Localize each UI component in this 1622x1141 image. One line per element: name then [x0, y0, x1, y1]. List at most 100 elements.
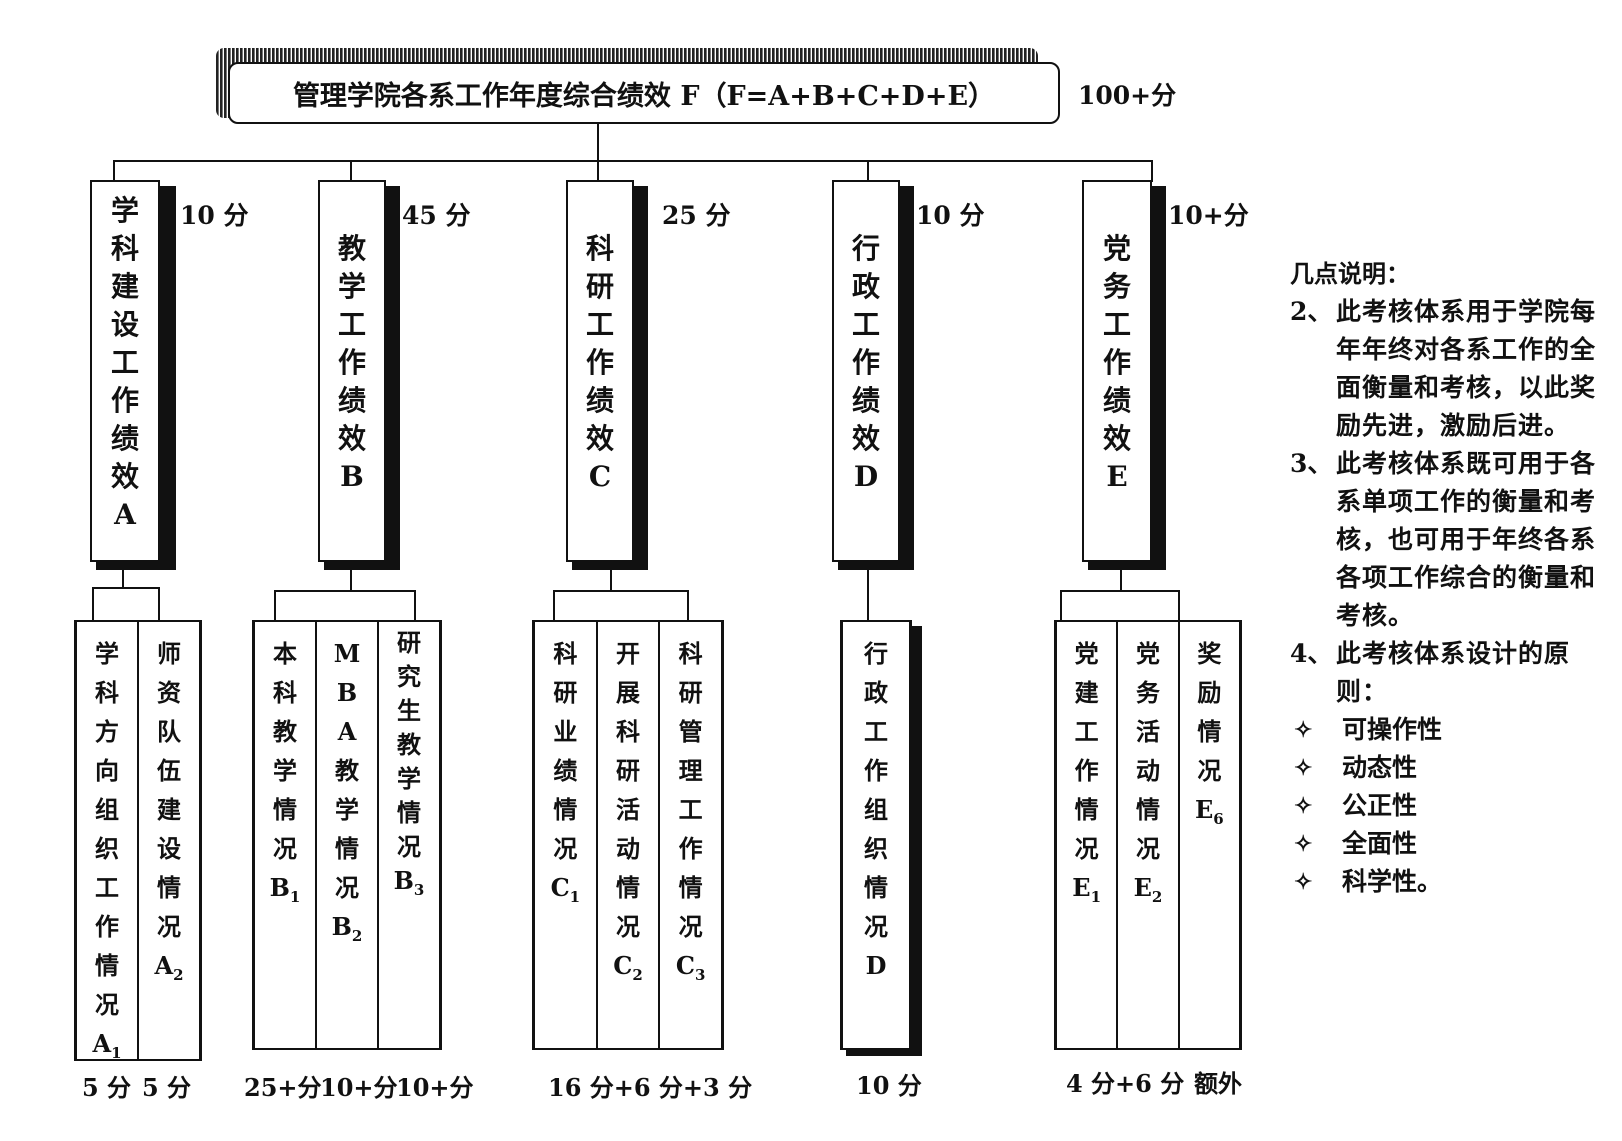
note-item: 3、 此考核体系既可用于各系单项工作的衡量和考核，也可用于年终各系各项工作综合的… — [1290, 445, 1612, 635]
subitem-char: 工 — [864, 717, 888, 746]
category-a-char: 建 — [110, 270, 139, 303]
category-e-score: 10+分 — [1168, 201, 1249, 230]
subgroup-b: 本 科 教 学 情 况 B1 M B A 教 学 情 况 B2 研 究 生 教 … — [252, 620, 442, 1050]
subitem-a2: 师 资 队 伍 建 设 情 况 A2 — [139, 622, 199, 1059]
note-item: 4、 此考核体系设计的原则： — [1290, 635, 1612, 711]
subitem-c2: 开 展 科 研 活 动 情 况 C2 — [598, 622, 661, 1048]
subitem-char: 科 — [273, 678, 297, 707]
subitem-char: 业 — [553, 717, 578, 746]
subitem-char: 况 — [1074, 834, 1099, 863]
subitem-char: 绩 — [553, 756, 578, 785]
subitem-char: 本 — [273, 639, 297, 668]
subitem-char: 教 — [397, 730, 421, 759]
subitem-char: 况 — [553, 834, 578, 863]
principle-item: ✧ 动态性 — [1294, 749, 1612, 787]
subitem-char: 情 — [1074, 795, 1099, 824]
subitem-c2-label: C2 — [613, 951, 643, 984]
principle-item: ✧ 科学性。 — [1294, 863, 1612, 901]
subitem-b3-label: B3 — [393, 866, 425, 899]
subitem-char: 况 — [864, 912, 888, 941]
subitem-a2-label: A2 — [154, 951, 184, 984]
connector-e-down — [1120, 570, 1122, 590]
score-b1: 25+分 — [244, 1073, 322, 1102]
subitem-char: 织 — [95, 834, 119, 863]
notes-title: 几点说明： — [1290, 259, 1410, 288]
connector-e-bar — [1060, 590, 1180, 592]
category-d-char: 工 — [851, 308, 880, 341]
note-number: 4、 — [1290, 639, 1333, 668]
principle-item: ✧ 公正性 — [1294, 787, 1612, 825]
root-node-box: 管理学院各系工作年度综合绩效 F（F=A+B+C+D+E） — [228, 62, 1060, 124]
subitem-char: A — [337, 717, 357, 746]
category-a-char: 学 — [110, 194, 139, 227]
connector-b — [350, 160, 352, 182]
subgroup-e: 党 建 工 作 情 况 E1 党 务 活 动 情 况 E2 奖 励 情 况 E6 — [1054, 620, 1242, 1050]
subitem-char: 理 — [678, 756, 703, 785]
subitem-char: 情 — [273, 795, 297, 824]
category-e-char: 绩 — [1102, 384, 1131, 417]
category-a-char: 效 — [110, 460, 139, 493]
score-e6: 额外 — [1194, 1069, 1242, 1098]
subitem-char: 研 — [616, 756, 640, 785]
category-e-char: 工 — [1102, 308, 1131, 341]
connector-d — [867, 160, 869, 182]
subitem-char: 党 — [1074, 639, 1099, 668]
category-b-char: 效 — [337, 422, 366, 455]
subitem-char: 织 — [864, 834, 888, 863]
subitem-a1-label: A1 — [92, 1029, 122, 1062]
score-a2: 5 分 — [142, 1073, 192, 1102]
subitem-char: 情 — [616, 873, 640, 902]
subitem-char: 开 — [616, 639, 640, 668]
connector-a-down — [122, 570, 124, 588]
subitem-char: 科 — [616, 717, 640, 746]
subitem-char: 学 — [397, 764, 421, 793]
subitem-b1-label: B1 — [269, 873, 301, 906]
subitem-char: 奖 — [1197, 639, 1222, 668]
subitem-char: 教 — [273, 717, 297, 746]
category-c-char: 绩 — [585, 384, 614, 417]
subitem-char: 组 — [864, 795, 888, 824]
subitem-char: 政 — [864, 678, 888, 707]
root-connector — [597, 124, 599, 162]
subitem-char: 方 — [95, 717, 119, 746]
category-a-char: 科 — [110, 232, 139, 265]
category-d-box: 行 政 工 作 绩 效 D — [832, 180, 900, 562]
subitem-char: 研 — [678, 678, 703, 707]
subitem-e1-label: E1 — [1072, 873, 1102, 906]
subitem-char: 学 — [95, 639, 119, 668]
connector-c3 — [687, 590, 689, 620]
subitem-char: 况 — [616, 912, 640, 941]
subitem-char: 动 — [1135, 756, 1160, 785]
category-a-char: A — [114, 498, 136, 531]
connector-c — [597, 160, 599, 182]
subitem-b2: M B A 教 学 情 况 B2 — [317, 622, 379, 1048]
category-d-char: 行 — [851, 232, 880, 265]
subitem-char: 况 — [157, 912, 181, 941]
note-text: 此考核体系用于学院每年年终对各系工作的全面衡量和考核，以此奖励先进，激励后进。 — [1336, 297, 1597, 440]
subitem-char: 务 — [1135, 678, 1160, 707]
subitem-b1: 本 科 教 学 情 况 B1 — [255, 622, 317, 1048]
category-c-score: 25 分 — [662, 201, 731, 230]
category-b-score: 45 分 — [402, 201, 471, 230]
category-a-box: 学 科 建 设 工 作 绩 效 A — [90, 180, 160, 562]
root-title: 管理学院各系工作年度综合绩效 F（F=A+B+C+D+E） — [292, 80, 996, 112]
subitem-e6: 奖 励 情 况 E6 — [1180, 622, 1239, 1048]
subitem-e6-label: E6 — [1194, 795, 1224, 828]
note-item: 2、 此考核体系用于学院每年年终对各系工作的全面衡量和考核，以此奖励先进，激励后… — [1290, 293, 1612, 445]
subitem-char: 作 — [864, 756, 888, 785]
category-c-char: 工 — [585, 308, 614, 341]
subitem-char: 师 — [157, 639, 181, 668]
subitem-a1: 学 科 方 向 组 织 工 作 情 况 A1 — [77, 622, 139, 1062]
score-e: 4 分+6 分 — [1066, 1069, 1185, 1098]
principle-item: ✧ 全面性 — [1294, 825, 1612, 863]
subgroup-a: 学 科 方 向 组 织 工 作 情 况 A1 师 资 队 伍 建 设 情 况 A… — [74, 620, 202, 1062]
connector-e — [1151, 160, 1153, 182]
subitem-char: 情 — [335, 834, 359, 863]
category-e-char: 党 — [1102, 232, 1131, 265]
connector-b3 — [414, 590, 416, 620]
connector-d-down — [867, 570, 869, 620]
category-d-char: D — [853, 460, 879, 493]
subitem-char: 情 — [1135, 795, 1160, 824]
four-point-star-icon: ✧ — [1294, 869, 1313, 895]
subitem-char: 况 — [397, 832, 421, 861]
